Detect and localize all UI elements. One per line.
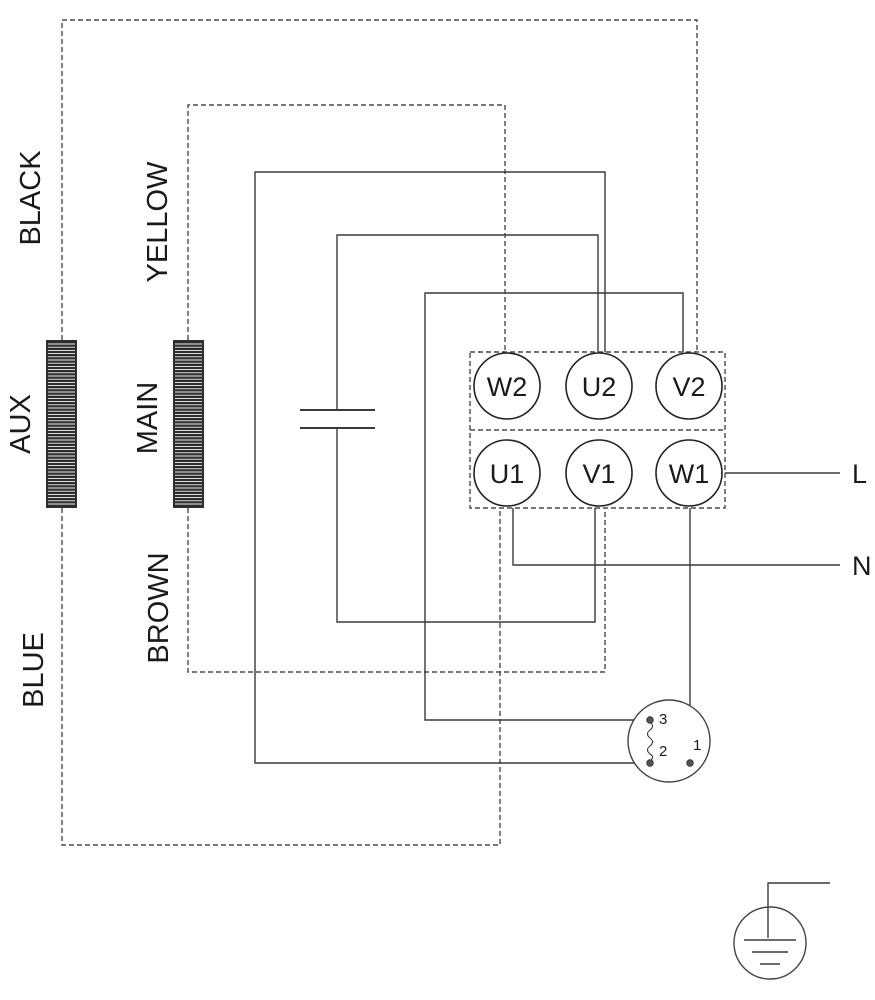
terminal-label-u1: U1 <box>490 459 525 489</box>
label-yellow: YELLOW <box>142 161 174 282</box>
neutral-wire <box>512 508 840 566</box>
switch-pin-1: 1 <box>693 737 701 754</box>
terminal-label-w2: W2 <box>487 372 528 402</box>
label-neutral: N <box>852 551 872 581</box>
label-line: L <box>852 459 867 489</box>
switch-pin-2: 2 <box>659 743 667 760</box>
terminal-v2: V2 <box>655 352 723 420</box>
aux-winding-path <box>61 19 698 846</box>
terminal-u1: U1 <box>473 439 541 507</box>
label-aux: AUX <box>5 394 37 454</box>
switch-wire-2 <box>254 171 650 764</box>
terminal-label-v2: V2 <box>672 372 705 402</box>
terminal-label-v1: V1 <box>582 459 615 489</box>
label-brown: BROWN <box>143 552 175 663</box>
capacitor-icon <box>300 409 375 429</box>
thermal-switch-icon: 3 2 1 <box>627 699 711 783</box>
terminal-label-w1: W1 <box>669 459 710 489</box>
switch-wire-3 <box>424 292 684 721</box>
switch-pin-3: 3 <box>659 711 667 728</box>
terminal-w1: W1 <box>655 439 723 507</box>
label-black: BLACK <box>15 150 47 246</box>
aux-coil-icon <box>46 340 77 508</box>
label-main: MAIN <box>132 382 164 455</box>
ground-icon <box>733 882 830 980</box>
terminal-v1: V1 <box>565 439 633 507</box>
terminal-block <box>469 351 726 509</box>
label-blue: BLUE <box>18 632 50 708</box>
main-coil-icon <box>173 340 204 508</box>
terminal-u2: U2 <box>565 352 633 420</box>
terminal-w2: W2 <box>473 352 541 420</box>
terminal-label-u2: U2 <box>582 372 617 402</box>
main-winding-path <box>187 104 606 673</box>
